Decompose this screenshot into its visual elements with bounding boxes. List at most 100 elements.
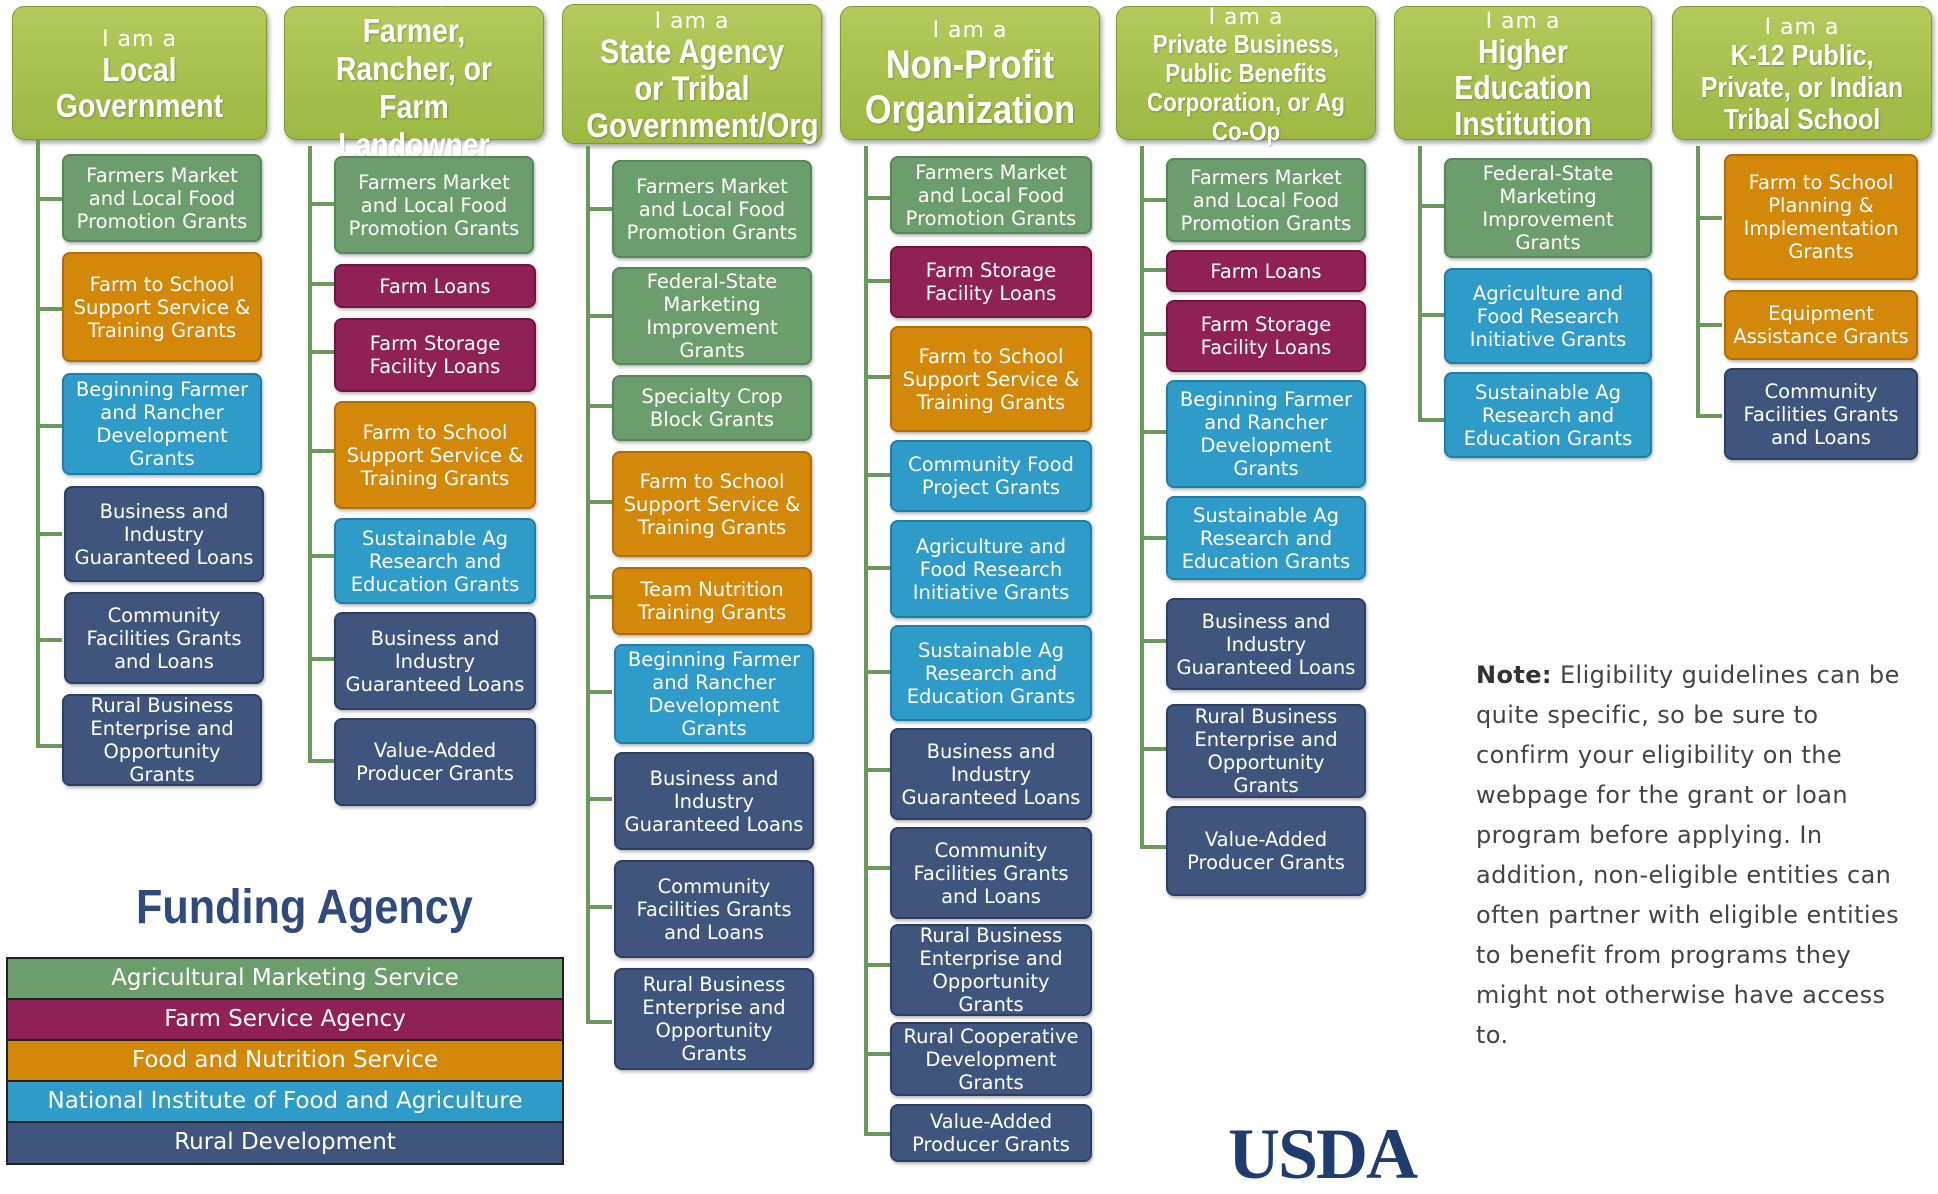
program-box[interactable]: Farm to School Support Service & Trainin… [62,252,262,362]
program-box[interactable]: Rural Business Enterprise and Opportunit… [614,968,814,1070]
program-box[interactable]: Value-Added Producer Grants [890,1104,1092,1162]
connector [864,768,890,772]
program-box[interactable]: Equipment Assistance Grants [1724,290,1918,360]
connector [36,424,62,428]
program-box[interactable]: Farm to School Support Service & Trainin… [890,326,1092,432]
legend-title: Funding Agency [136,881,473,934]
connector [586,500,612,504]
program-box[interactable]: Sustainable Ag Research and Education Gr… [334,518,536,604]
connector [308,554,334,558]
program-box[interactable]: Value-Added Producer Grants [1166,806,1366,896]
program-box[interactable]: Beginning Farmer and Rancher Development… [614,644,814,744]
program-box[interactable]: Farm Loans [334,264,536,308]
program-box[interactable]: Team Nutrition Training Grants [612,567,812,635]
program-box[interactable]: Sustainable Ag Research and Education Gr… [1444,372,1652,458]
connector [1140,536,1166,540]
program-box[interactable]: Community Facilities Grants and Loans [1724,368,1918,460]
connector [308,759,334,763]
program-box[interactable]: Federal-State Marketing Improvement Gran… [612,267,812,365]
i-am-label: I am a [1485,9,1561,34]
connector [864,670,890,674]
connector [864,1132,890,1136]
program-box[interactable]: Farmers Market and Local Food Promotion … [334,156,534,254]
tree-trunk [586,146,590,1024]
program-box[interactable]: Farmers Market and Local Food Promotion … [612,160,812,258]
legend-item-fns: Food and Nutrition Service [8,1041,562,1082]
program-box[interactable]: Business and Industry Guaranteed Loans [1166,598,1366,690]
program-box[interactable]: Business and Industry Guaranteed Loans [890,728,1092,820]
column-header: I am a State Agency or Tribal Government… [562,4,822,144]
program-box[interactable]: Community Facilities Grants and Loans [614,860,814,958]
connector [586,690,612,694]
program-box[interactable]: Farm to School Planning & Implementation… [1724,154,1918,280]
connector [1418,313,1444,317]
entity-title: State Agency or Tribal Government/Org [586,32,819,145]
connector [36,532,62,536]
tree-trunk [308,146,312,763]
program-box[interactable]: Farmers Market and Local Food Promotion … [890,156,1092,234]
eligibility-note: Note: Eligibility guidelines can be quit… [1476,655,1916,1055]
program-box[interactable]: Agriculture and Food Research Initiative… [890,520,1092,618]
program-box[interactable]: Rural Business Enterprise and Opportunit… [62,694,262,786]
i-am-label: I am a [102,27,177,52]
program-box[interactable]: Community Facilities Grants and Loans [890,827,1092,919]
program-box[interactable]: Farmers Market and Local Food Promotion … [62,154,262,242]
column-header: I am a K-12 Public, Private, or Indian T… [1672,6,1932,140]
i-am-label: I am a [1764,15,1840,40]
connector [1140,747,1166,751]
connector [1418,418,1444,422]
connector [1140,639,1166,643]
connector [1696,323,1722,327]
program-box[interactable]: Community Facilities Grants and Loans [64,592,264,684]
connector [864,375,890,379]
program-box[interactable]: Community Food Project Grants [890,440,1092,512]
i-am-label: I am a [654,8,730,34]
i-am-label: I am a [932,18,1008,43]
program-box[interactable]: Beginning Farmer and Rancher Development… [62,373,262,475]
connector [586,404,612,408]
program-box[interactable]: Farmers Market and Local Food Promotion … [1166,158,1366,242]
legend-item-nifa: National Institute of Food and Agricultu… [8,1082,562,1123]
program-box[interactable]: Farm to School Support Service & Trainin… [612,451,812,557]
connector [586,905,612,909]
connector [1140,268,1166,272]
entity-title: Higher Education Institution [1454,33,1592,142]
connector [1418,204,1444,208]
program-box[interactable]: Rural Business Enterprise and Opportunit… [890,924,1092,1016]
connector [1140,198,1166,202]
connector [36,197,62,201]
program-box[interactable]: Farm Storage Facility Loans [334,318,536,392]
connector [36,307,62,311]
tree-trunk [1140,146,1144,849]
program-box[interactable]: Sustainable Ag Research and Education Gr… [890,625,1092,721]
program-box[interactable]: Farm Storage Facility Loans [890,246,1092,318]
connector [36,744,62,748]
connector [1140,332,1166,336]
program-box[interactable]: Beginning Farmer and Rancher Development… [1166,380,1366,488]
program-box[interactable]: Business and Industry Guaranteed Loans [614,752,814,850]
tree-trunk [36,140,40,748]
connector [864,1052,890,1056]
program-box[interactable]: Specialty Crop Block Grants [612,375,812,441]
legend-item-fsa: Farm Service Agency [8,1000,562,1041]
connector [864,963,890,967]
program-box[interactable]: Business and Industry Guaranteed Loans [334,612,536,710]
program-box[interactable]: Sustainable Ag Research and Education Gr… [1166,496,1366,580]
program-box[interactable]: Value-Added Producer Grants [334,718,536,806]
program-box[interactable]: Rural Cooperative Development Grants [890,1022,1092,1096]
connector [586,595,612,599]
program-box[interactable]: Rural Business Enterprise and Opportunit… [1166,704,1366,798]
program-box[interactable]: Federal-State Marketing Improvement Gran… [1444,158,1652,258]
program-box[interactable]: Business and Industry Guaranteed Loans [64,486,264,582]
program-box[interactable]: Farm Loans [1166,250,1366,292]
connector [864,279,890,283]
program-box[interactable]: Farm to School Support Service & Trainin… [334,401,536,509]
program-box[interactable]: Agriculture and Food Research Initiative… [1444,268,1652,364]
connector [308,202,334,206]
connector [36,638,62,642]
entity-title: Non-Profit Organization [864,43,1076,132]
i-am-label: I am a [291,0,537,12]
connector [586,314,612,318]
program-box[interactable]: Farm Storage Facility Loans [1166,300,1366,372]
connector [308,657,334,661]
